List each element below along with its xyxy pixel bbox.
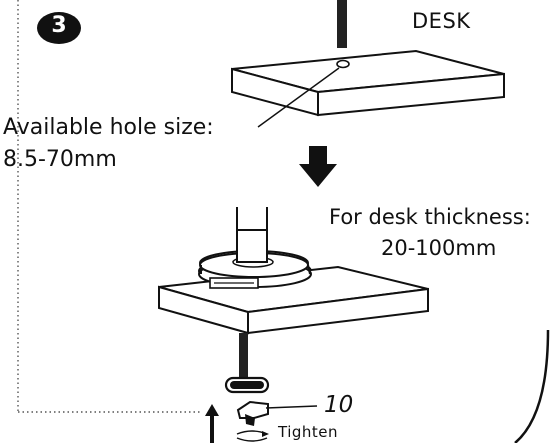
desk-mounted-illustration: [158, 207, 429, 426]
part-number-label: 10: [324, 392, 354, 418]
tighten-label: Tighten: [278, 423, 339, 441]
part-leader-line: [265, 405, 318, 409]
rotate-clockwise-icon: [236, 430, 269, 442]
hole-size-value: 8.5-70mm: [3, 147, 117, 172]
desk-thickness-value: 20-100mm: [381, 236, 497, 260]
step-number: 3: [51, 13, 67, 38]
hole-leader-line: [257, 67, 340, 128]
down-arrow-icon: [299, 146, 337, 187]
up-arrow-icon: [205, 404, 219, 443]
panel-border-curve: [514, 329, 550, 443]
desk-top-illustration: [231, 0, 505, 117]
step-badge: [37, 12, 81, 44]
desk-thickness-label: For desk thickness:: [329, 205, 531, 229]
desk-label: DESK: [412, 9, 471, 33]
hole-size-label: Available hole size:: [3, 115, 214, 140]
desk-hole: [336, 59, 350, 69]
